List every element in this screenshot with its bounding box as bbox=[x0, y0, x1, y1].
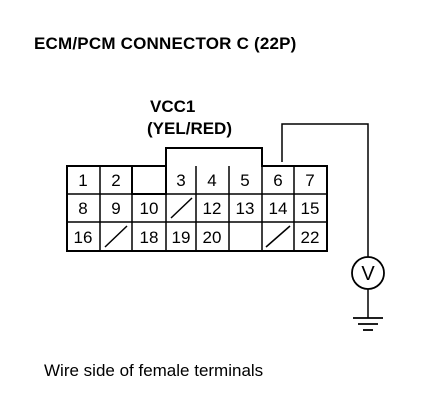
connector-outline bbox=[66, 147, 328, 252]
terminal-2: 2 bbox=[111, 171, 120, 190]
terminal-12: 12 bbox=[203, 199, 222, 218]
terminal-4: 4 bbox=[207, 171, 216, 190]
terminal-3: 3 bbox=[176, 171, 185, 190]
terminal-15: 15 bbox=[301, 199, 320, 218]
wire-name-label: VCC1 bbox=[150, 97, 195, 116]
terminal-10: 10 bbox=[140, 199, 159, 218]
diagram-caption: Wire side of female terminals bbox=[44, 361, 264, 380]
voltmeter-symbol: V bbox=[361, 263, 375, 285]
terminal-13: 13 bbox=[236, 199, 255, 218]
probe-wire bbox=[281, 123, 369, 258]
empty-cavity-slash bbox=[104, 225, 128, 248]
terminal-5: 5 bbox=[240, 171, 249, 190]
connector-body bbox=[66, 147, 328, 252]
terminal-6: 6 bbox=[273, 171, 282, 190]
terminal-8: 8 bbox=[78, 199, 87, 218]
terminal-1: 1 bbox=[78, 171, 87, 190]
terminal-9: 9 bbox=[111, 199, 120, 218]
empty-cavity-slash bbox=[265, 225, 291, 248]
terminal-14: 14 bbox=[269, 199, 288, 218]
terminal-19: 19 bbox=[172, 228, 191, 247]
connector-grid bbox=[67, 166, 327, 251]
empty-cavity-marks bbox=[104, 197, 291, 248]
terminal-7: 7 bbox=[305, 171, 314, 190]
voltmeter-icon: V bbox=[351, 256, 385, 318]
terminal-18: 18 bbox=[140, 228, 159, 247]
terminal-22: 22 bbox=[301, 228, 320, 247]
terminal-16: 16 bbox=[74, 228, 93, 247]
empty-cavity-slash bbox=[170, 197, 193, 219]
terminal-numbers: 1 2 3 4 5 6 7 8 9 10 12 13 14 15 16 18 1… bbox=[74, 171, 320, 247]
ground-icon bbox=[353, 317, 383, 331]
wire-color-label: (YEL/RED) bbox=[147, 119, 232, 138]
connector-title: ECM/PCM CONNECTOR C (22P) bbox=[34, 34, 297, 53]
terminal-20: 20 bbox=[203, 228, 222, 247]
